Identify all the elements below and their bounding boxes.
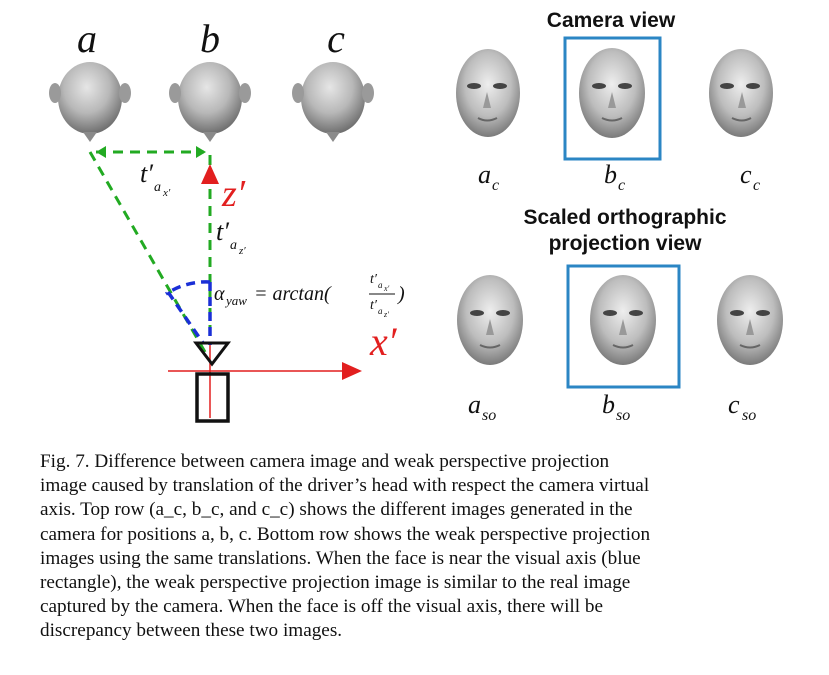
svg-text:t′: t′ (370, 298, 378, 313)
ortho-face-c (717, 275, 783, 365)
yaw-blue-line-diagonal (166, 291, 205, 344)
ortho-label-a: a so (468, 390, 496, 424)
svg-text:= arctan(: = arctan( (254, 283, 332, 305)
svg-text:b: b (604, 160, 617, 189)
svg-text:t′: t′ (216, 217, 229, 246)
svg-text:a: a (478, 160, 491, 189)
svg-text:c: c (492, 177, 499, 194)
svg-text:c: c (740, 160, 752, 189)
caption-line-2: image caused by translation of the drive… (40, 475, 650, 497)
svg-text:a: a (378, 306, 383, 316)
distance-x-arrow (96, 146, 206, 158)
head-top-view-b (169, 62, 251, 142)
svg-text:yaw: yaw (224, 293, 247, 308)
camera-label-b: b c (604, 160, 625, 194)
camera-face-b-frame (563, 36, 662, 161)
ortho-face-b-frame (566, 264, 681, 389)
svg-text:z′: z′ (238, 245, 246, 257)
svg-text:c: c (728, 390, 740, 419)
camera-face-b (579, 48, 645, 138)
camera-face-a (456, 49, 520, 137)
svg-text:b: b (602, 390, 615, 419)
svg-text:so: so (742, 407, 756, 424)
x-axis-label: x′ (369, 319, 398, 364)
svg-text:): ) (397, 283, 405, 305)
caption-line-8: discrepancy between these two images. (40, 620, 343, 642)
position-label-c: c (327, 16, 345, 61)
caption-line-6: rectangle), the weak perspective project… (40, 572, 631, 594)
caption-line-4: camera for positions a, b, c. Bottom row… (40, 523, 651, 545)
svg-text:α: α (214, 283, 225, 305)
distance-z-label: t′ a z′ (216, 217, 246, 257)
head-top-view-c (292, 62, 374, 142)
svg-text:z′: z′ (383, 310, 389, 319)
svg-text:so: so (482, 407, 496, 424)
ortho-view-title-line1: Scaled orthographic (523, 206, 726, 229)
caption-line-5: images using the same translations. When… (40, 547, 641, 569)
svg-text:a: a (230, 238, 237, 253)
figure-diagram: a b c t′ a x′ t′ a z′ z′ (49, 9, 783, 424)
ortho-label-b: b so (602, 390, 630, 424)
ortho-face-a (457, 275, 523, 365)
svg-text:a: a (378, 280, 383, 290)
svg-text:t′: t′ (370, 272, 378, 287)
camera-label-a: a c (478, 160, 499, 194)
figure-caption: Fig. 7. Difference between camera image … (40, 450, 810, 644)
ortho-face-b (590, 275, 656, 365)
svg-text:a: a (468, 390, 481, 419)
caption-line-3: axis. Top row (a_c, b_c, and c_c) shows … (40, 499, 633, 521)
z-axis-label: z′ (221, 173, 246, 215)
camera-label-c: c c (740, 160, 760, 194)
position-label-a: a (77, 16, 97, 61)
camera-view-title: Camera view (547, 9, 676, 32)
ortho-label-c: c so (728, 390, 756, 424)
caption-line-1: Fig. 7. Difference between camera image … (40, 451, 610, 472)
ortho-view-title-line2: projection view (549, 232, 703, 255)
svg-text:t′: t′ (140, 159, 153, 188)
camera-face-c (709, 49, 773, 137)
position-label-b: b (200, 16, 220, 61)
yaw-formula: α yaw = arctan( t′ a x′ t′ a z′ ) (214, 272, 405, 319)
camera-lens-icon (192, 341, 232, 367)
svg-text:a: a (154, 180, 161, 195)
z-axis-arrow-head (201, 164, 219, 184)
svg-text:x′: x′ (383, 284, 390, 293)
svg-text:x′: x′ (162, 187, 171, 199)
yaw-angle-arc (165, 280, 211, 296)
svg-text:c: c (753, 177, 760, 194)
x-axis-arrow-head (342, 362, 362, 380)
camera-body-icon (195, 372, 230, 423)
svg-text:c: c (618, 177, 625, 194)
head-top-view-a (49, 62, 131, 142)
caption-line-7: captured by the camera. When the face is… (40, 596, 603, 618)
distance-x-label: t′ a x′ (140, 159, 171, 199)
svg-text:so: so (616, 407, 630, 424)
